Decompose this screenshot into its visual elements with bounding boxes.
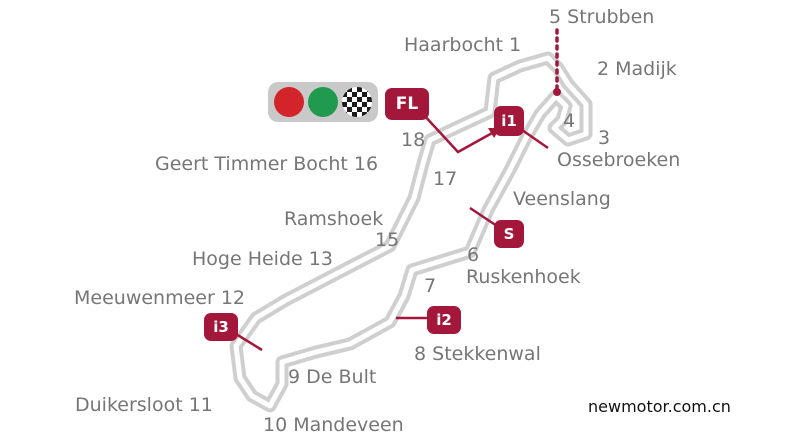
marker-finish-line: FL <box>385 88 429 120</box>
corner-label-15: 15 <box>375 229 400 251</box>
signal-lights-panel <box>268 82 378 122</box>
corner-label-ruskenhoek: Ruskenhoek <box>466 266 581 288</box>
i1-connector <box>521 128 549 150</box>
corner-label-3: 3 <box>598 127 611 149</box>
corner-label-haarbocht: Haarbocht 1 <box>404 34 522 56</box>
corner-label-duikersloot: Duikersloot 11 <box>75 394 213 416</box>
marker-i2: i2 <box>427 306 461 334</box>
fl-arrow-line <box>421 112 495 154</box>
watermark: newmotor.com.cn <box>588 397 731 416</box>
corner-label-ramshoek: Ramshoek <box>284 208 384 230</box>
marker-speed-trap: S <box>494 220 524 248</box>
i3-connector <box>235 332 263 352</box>
track-inner-line <box>233 55 589 409</box>
corner-label-mandeveen: 10 Mandeveen <box>263 414 404 436</box>
corner-label-stekkenwal: 8 Stekkenwal <box>414 343 541 365</box>
corner-label-meeuwenmeer: Meeuwenmeer 12 <box>74 287 245 309</box>
marker-i1: i1 <box>494 106 524 136</box>
corner-label-ossebroeken: Ossebroeken <box>557 149 681 171</box>
corner-label-veenslang: Veenslang <box>513 188 611 210</box>
strubben-dot <box>553 88 561 96</box>
corner-label-strubben: 5 Strubben <box>549 6 655 28</box>
corner-label-6: 6 <box>467 244 480 266</box>
corner-label-madijk: 2 Madijk <box>597 58 677 80</box>
red-light-icon <box>274 87 304 117</box>
green-light-icon <box>308 87 338 117</box>
corner-label-4: 4 <box>563 110 576 132</box>
corner-label-7: 7 <box>424 275 437 297</box>
corner-label-hoge-heide: Hoge Heide 13 <box>192 248 333 270</box>
marker-i3: i3 <box>204 313 238 341</box>
checkered-flag-icon <box>342 87 372 117</box>
corner-label-18: 18 <box>401 129 426 151</box>
corner-label-17: 17 <box>433 168 458 190</box>
corner-label-de-bult: 9 De Bult <box>288 366 377 388</box>
corner-label-geert-timmer-bocht: Geert Timmer Bocht 16 <box>155 153 379 175</box>
